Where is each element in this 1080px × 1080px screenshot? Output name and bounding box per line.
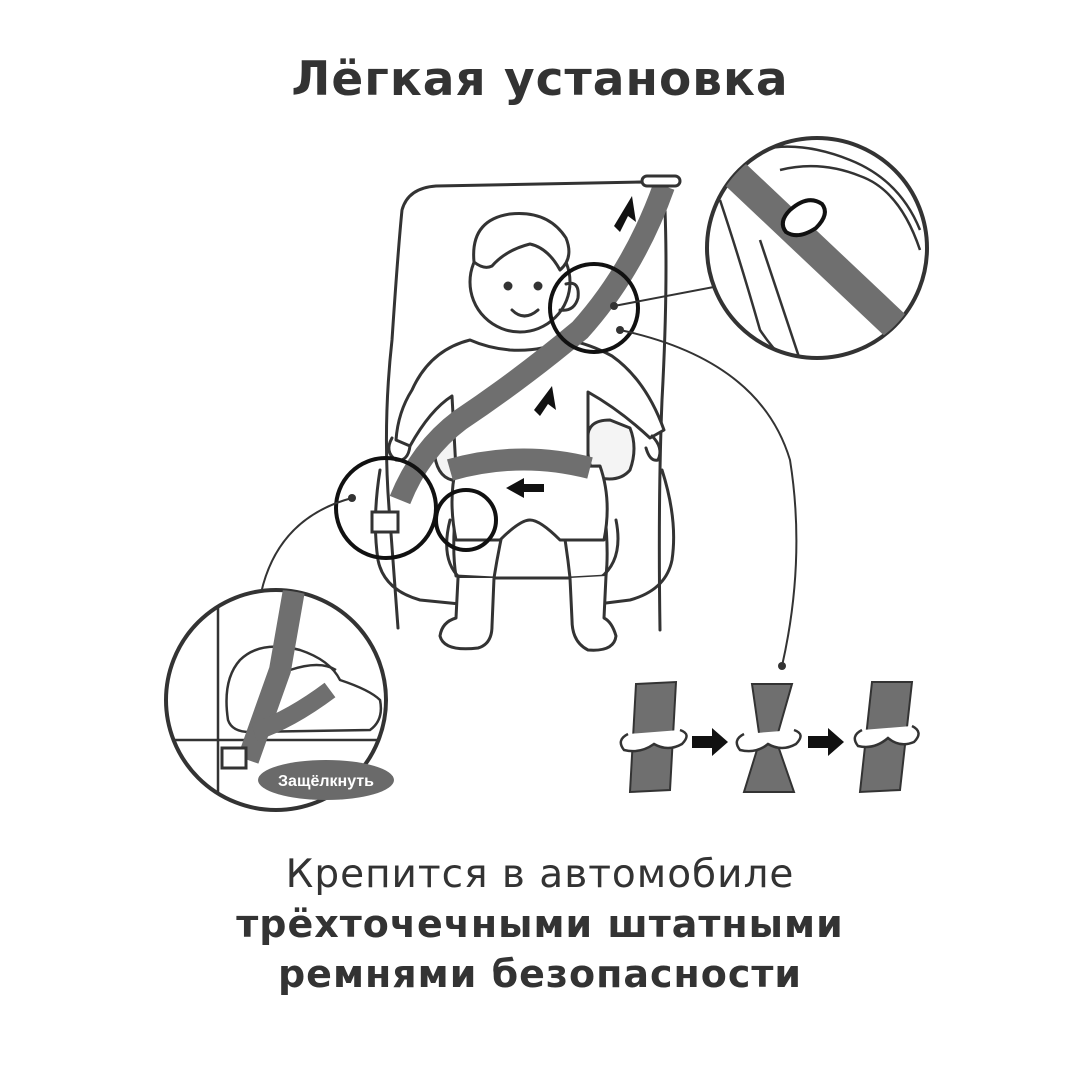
belt-adjustment-steps: [619, 680, 920, 794]
child-mouth: [510, 308, 540, 318]
car-seat-scene: [373, 180, 676, 652]
detail-circle-buckle: [334, 456, 438, 560]
arrow-up-right-2: [534, 386, 556, 416]
child-sock-right: [568, 574, 618, 652]
detail-circle-shoulder: [548, 262, 640, 354]
caption-line-2: трёхточечными штатными: [236, 902, 844, 946]
buckle-tag-label: Защёлкнуть: [278, 773, 374, 790]
arrow-step-1: [692, 728, 728, 756]
zoom-buckle: [164, 588, 394, 812]
page-title: Лёгкая установка: [291, 52, 789, 107]
child-shorts: [450, 464, 609, 542]
child-ear: [558, 281, 580, 312]
connector-right-curve: [619, 329, 798, 667]
shoulder-belt: [389, 182, 675, 505]
seat-back-outline: [384, 180, 668, 632]
arrow-step-2: [808, 728, 844, 756]
detail-circle-lap: [434, 488, 498, 552]
child-sock-left: [438, 576, 496, 651]
clip-step-2: [735, 728, 802, 753]
lap-belt: [446, 448, 593, 481]
buckle-tag-shape: [258, 760, 394, 800]
seat-cushion-left: [373, 468, 472, 607]
arrow-left: [506, 478, 544, 498]
arrow-up-right-1: [614, 196, 636, 232]
clip-step-1: [619, 728, 688, 753]
child-eye-left: [503, 281, 513, 291]
direction-arrows: [506, 196, 636, 498]
child-hand-right: [644, 434, 662, 462]
caption-line-1: Крепится в автомобиле: [285, 852, 795, 897]
zoom-shoulder-guide: [705, 136, 929, 360]
belt-anchor: [640, 174, 682, 188]
child-eye-right: [533, 281, 543, 291]
seat-cushion-right: [588, 468, 676, 607]
child-hair: [472, 212, 571, 272]
belt-buckle: [370, 510, 400, 534]
caption-line-3: ремнями безопасности: [277, 952, 803, 996]
clip-step-3: [853, 724, 920, 749]
